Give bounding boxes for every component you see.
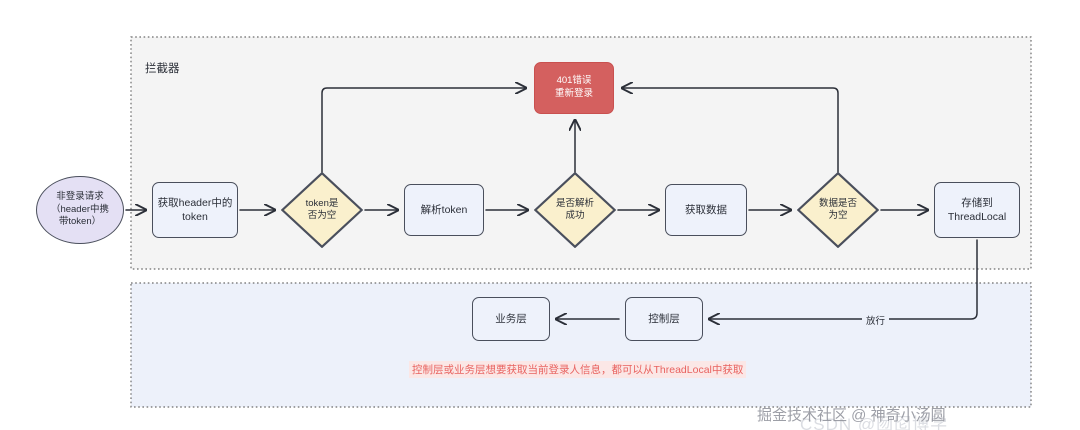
node-label: 数据是否 为空 — [818, 197, 857, 221]
edge-store-to-controller — [709, 239, 978, 319]
group-service-layer — [130, 282, 1032, 408]
edge-token-empty-to-error — [321, 88, 526, 173]
watermark-secondary: CSDN @囫囵博学 — [800, 415, 949, 430]
edge-label-pass-through: 放行 — [862, 313, 890, 327]
node-store-threadlocal[interactable]: 存储到 ThreadLocal — [934, 182, 1020, 238]
node-token-empty-decision[interactable]: token是 否为空 — [281, 172, 363, 248]
node-controller-layer[interactable]: 控制层 — [625, 297, 703, 341]
node-get-data[interactable]: 获取数据 — [665, 184, 747, 236]
node-business-layer[interactable]: 业务层 — [472, 297, 550, 341]
node-data-empty-decision[interactable]: 数据是否 为空 — [797, 172, 879, 248]
node-label: token是 否为空 — [305, 197, 339, 221]
node-start-request[interactable]: 非登录请求 （header中携 带token） — [36, 176, 124, 244]
diamond-shape — [281, 172, 363, 248]
diamond-shape — [534, 172, 616, 248]
edge-data-empty-to-error — [622, 88, 839, 173]
group-title-interceptor: 拦截器 — [145, 63, 180, 75]
node-parse-success-decision[interactable]: 是否解析 成功 — [534, 172, 616, 248]
node-parse-token[interactable]: 解析token — [404, 184, 484, 236]
watermark-primary: 掘金技术社区 @ 神奇小汤圆 — [757, 407, 946, 424]
note-threadlocal-usage: 控制层或业务层想要获取当前登录人信息，都可以从ThreadLocal中获取 — [409, 361, 747, 378]
node-get-header-token[interactable]: 获取header中的 token — [152, 182, 238, 238]
diamond-shape — [797, 172, 879, 248]
node-label: 是否解析 成功 — [555, 197, 594, 221]
node-error-401[interactable]: 401错误 重新登录 — [534, 62, 614, 114]
